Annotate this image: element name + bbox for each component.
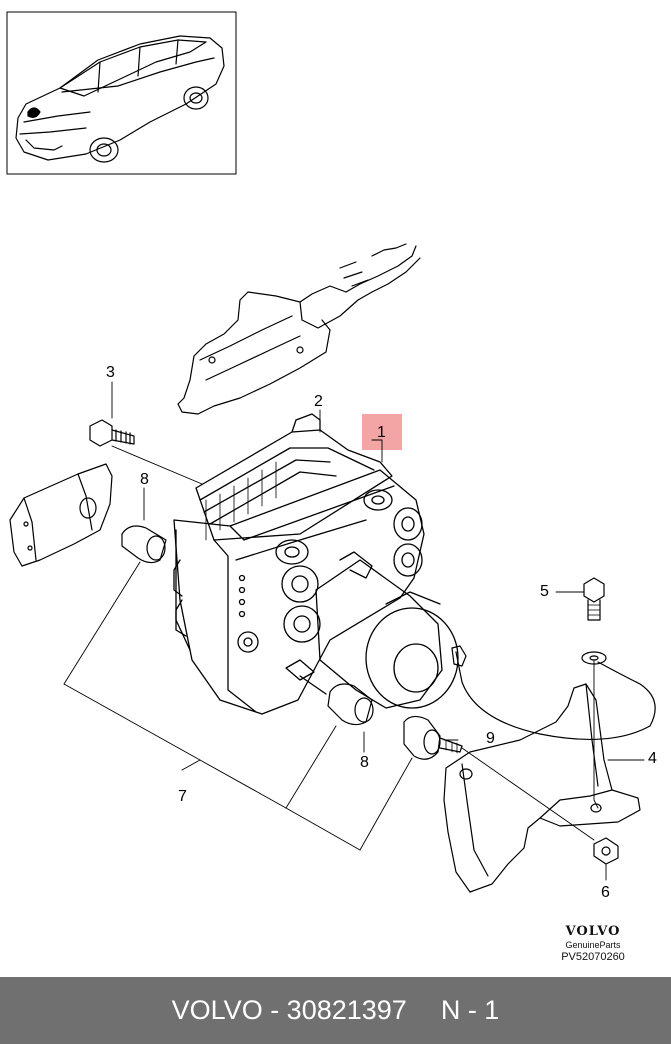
left-bracket[interactable] — [9, 463, 113, 567]
callout-7: 7 — [178, 788, 187, 805]
footer-part-number: VOLVO - 30821397 — [171, 995, 407, 1025]
callout-6: 6 — [601, 884, 610, 901]
callout-8-lower: 8 — [360, 754, 369, 771]
footer-bar: VOLVO - 30821397 N - 1 — [0, 977, 671, 1044]
callout-9: 9 — [486, 730, 495, 747]
bolt-3[interactable] — [89, 419, 135, 447]
diagram-code: PV52070260 — [561, 951, 625, 963]
grommet-8-lower[interactable] — [327, 683, 374, 726]
brand-block: VOLVO GenuineParts PV52070260 — [548, 924, 638, 963]
leader-lines — [63, 381, 645, 881]
callout-4: 4 — [648, 750, 657, 767]
brand-subtitle: GenuineParts — [565, 940, 621, 950]
diagram-drawing — [6, 11, 656, 893]
callout-1[interactable]: 1 — [377, 424, 386, 441]
volvo-logo: VOLVO — [565, 924, 621, 939]
callout-5: 5 — [540, 583, 549, 600]
car-inset[interactable] — [6, 11, 237, 175]
harness-connector[interactable] — [177, 243, 421, 415]
bolt-5[interactable] — [583, 577, 605, 621]
port-fittings — [237, 489, 423, 653]
ground-wire[interactable] — [451, 645, 656, 741]
callout-3: 3 — [106, 364, 115, 381]
callout-2: 2 — [314, 393, 323, 410]
grommet-8-left[interactable] — [121, 525, 167, 564]
nut-6[interactable] — [593, 837, 619, 865]
callout-8-left: 8 — [140, 471, 149, 488]
right-bracket-4[interactable] — [443, 683, 641, 893]
pump-motor — [315, 551, 459, 709]
parts-diagram: 3 2 1 8 5 4 9 8 7 6 VOLVO GenuineParts P… — [6, 11, 657, 963]
abs-hydraulic-unit[interactable] — [173, 413, 459, 715]
mount-9[interactable] — [403, 715, 463, 760]
footer-index: N - 1 — [440, 995, 500, 1025]
